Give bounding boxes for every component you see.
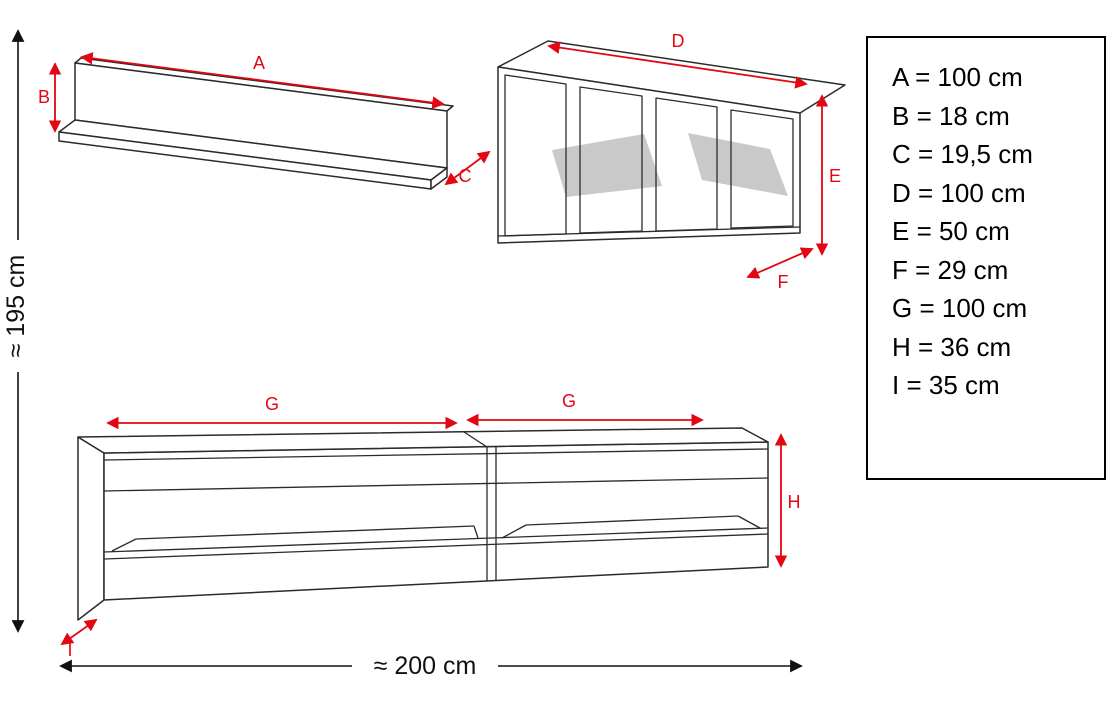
- dim-label-h: H: [788, 492, 801, 512]
- glass-shelf-right: [688, 133, 788, 196]
- tv-stand-upper-band-line: [103, 477, 769, 492]
- right-compartment-side-line: [501, 524, 527, 539]
- part-dimension-arrows: A B C D E F G G H I: [38, 31, 841, 660]
- legend-item-e: E = 50 cm: [892, 216, 1010, 246]
- legend-item-f: F = 29 cm: [892, 254, 1009, 285]
- tv-stand-top-thickness-line: [103, 448, 769, 461]
- tv-stand-shelf-thickness-line: [103, 533, 769, 560]
- legend-item-i: I = 35 cm: [892, 370, 1000, 400]
- dim-arrow-i: [60, 618, 98, 646]
- overall-height-label: ≈ 195 cm: [2, 255, 30, 358]
- dim-label-a: A: [253, 53, 265, 73]
- wall-shelf-drawing: [58, 57, 454, 190]
- dim-label-g-right: G: [562, 391, 576, 411]
- legend-item-c: C = 19,5 cm: [892, 139, 1033, 169]
- tv-stand-drawing: [77, 427, 769, 621]
- cabinet-door-3: [655, 97, 718, 232]
- dim-arrow-c: [444, 150, 491, 186]
- tv-stand-top-seam-line: [463, 431, 488, 448]
- tv-stand-front-face: [103, 441, 769, 601]
- legend-item-a: A = 100 cm: [892, 62, 1023, 92]
- overall-dimension-lines: ≈ 195 cm ≈ 200 cm: [2, 29, 803, 680]
- tv-stand-top-face: [77, 427, 769, 454]
- overall-width-label: ≈ 200 cm: [374, 652, 477, 680]
- cabinet-door-1: [504, 74, 567, 237]
- dim-label-g-left: G: [265, 394, 279, 414]
- dim-label-i: I: [67, 640, 72, 660]
- dim-label-f: F: [778, 272, 789, 292]
- left-compartment-right-line: [473, 525, 479, 539]
- dim-label-d: D: [672, 31, 685, 51]
- tv-stand-shelf-front-line: [103, 527, 769, 553]
- dim-label-e: E: [829, 166, 841, 186]
- dim-arrow-d: [547, 41, 808, 89]
- legend-item-d: D = 100 cm: [892, 177, 1026, 208]
- legend-item-b: B = 18 cm: [892, 100, 1010, 131]
- dim-arrow-a: [80, 52, 445, 109]
- right-compartment-back-line: [525, 515, 739, 526]
- dim-arrow-f: [746, 247, 814, 279]
- right-compartment-right-line: [737, 515, 761, 529]
- left-compartment-back-line: [135, 525, 475, 540]
- cabinet-door-2: [579, 86, 643, 234]
- legend-item-g: G = 100 cm: [892, 293, 1028, 323]
- tv-stand-left-side-face: [77, 436, 105, 621]
- left-compartment-side-line: [111, 538, 137, 552]
- legend-item-h: H = 36 cm: [892, 331, 1012, 362]
- dim-label-b: B: [38, 87, 50, 107]
- dim-label-c: C: [459, 166, 472, 186]
- wall-cabinet-drawing: [497, 40, 846, 244]
- legend-box: A = 100 cm B = 18 cm C = 19,5 cm D = 100…: [866, 36, 1106, 480]
- cabinet-door-4: [730, 109, 794, 229]
